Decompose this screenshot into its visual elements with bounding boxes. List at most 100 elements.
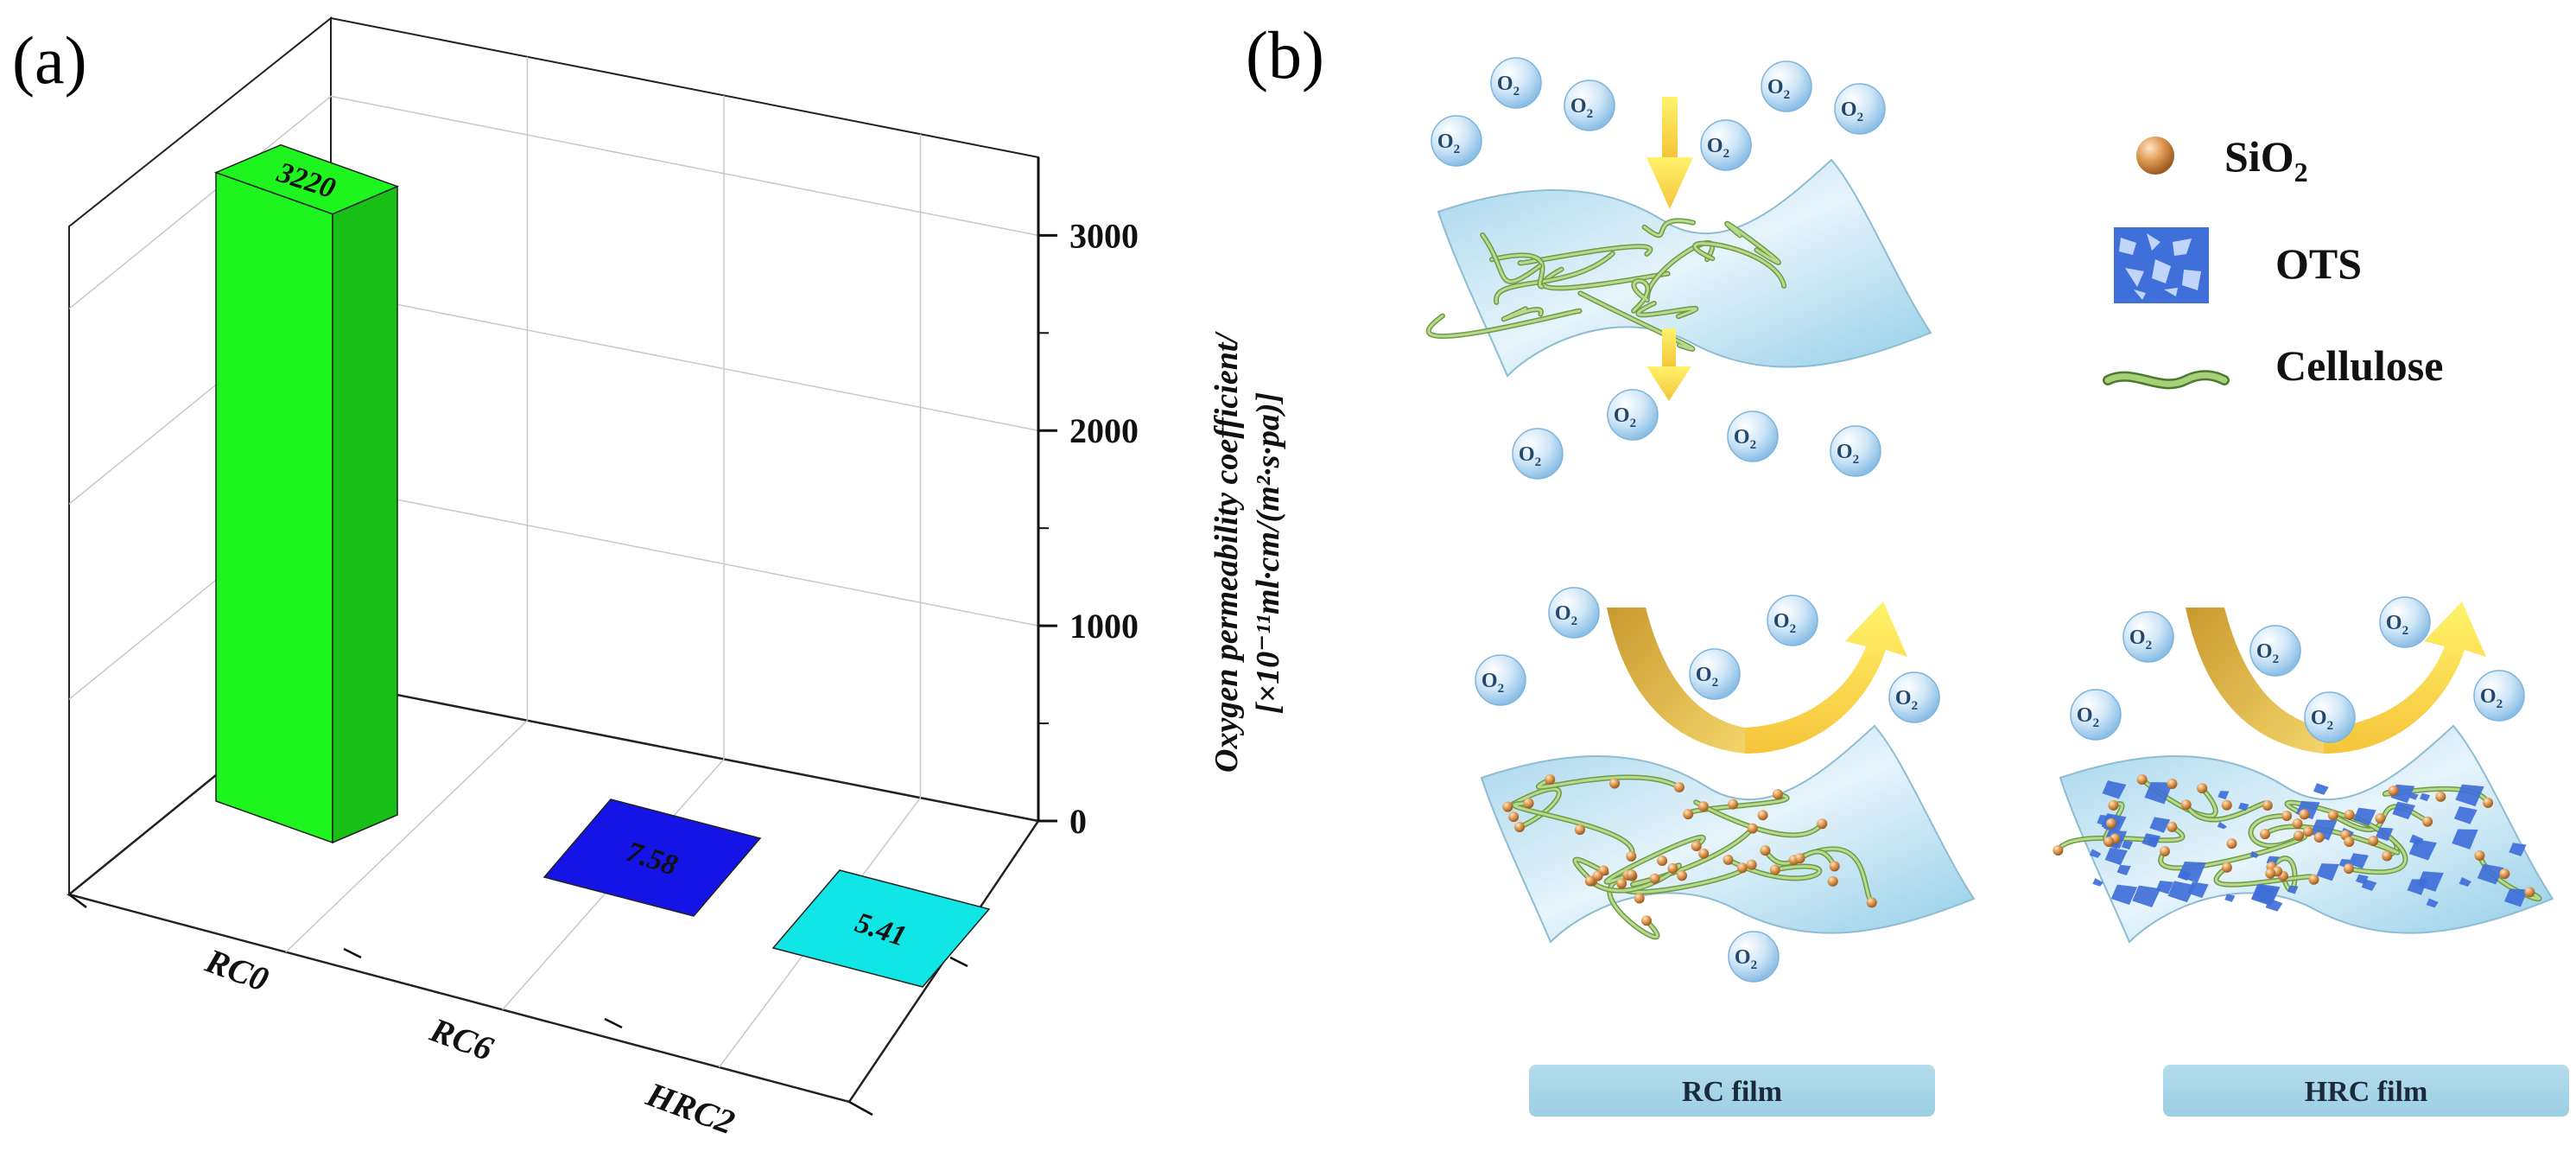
o2-label: O2 [2256, 640, 2279, 666]
cellulose-fiber-highlight [1427, 309, 1581, 338]
sio2-particle [1794, 853, 1805, 864]
o2-molecule: O2 [1431, 115, 1482, 167]
down-arrow-top [1646, 97, 1693, 209]
legend-item-cellulose: Cellulose [2103, 341, 2443, 390]
sio2-particle [1757, 810, 1768, 821]
o2-molecule: O2 [1888, 671, 1940, 723]
o2-bubble-icon [1761, 60, 1812, 112]
sio2-particle [1728, 799, 1739, 810]
ots-patch [2348, 853, 2369, 869]
bar-side-face [332, 185, 398, 844]
ots-patch [2102, 780, 2127, 799]
o2-bubble-icon [1834, 83, 1886, 135]
panel-a-label: (a) [12, 22, 87, 98]
film-sheet [1480, 724, 1976, 944]
legend: SiO2 OTS Cellulose [2103, 132, 2443, 390]
cellulose-fiber-highlight [1506, 787, 1561, 829]
sio2-particle [1698, 848, 1710, 859]
ots-patch [2420, 792, 2431, 802]
o2-molecule: O2 [2473, 670, 2525, 722]
ots-patch [2250, 884, 2279, 907]
cellulose-fiber-highlight [1513, 801, 1634, 858]
o2-label: O2 [2386, 612, 2408, 638]
o2-bubble-icon [1830, 425, 1881, 477]
film-sheet [1437, 158, 1932, 378]
sio2-particle [2483, 797, 2494, 808]
gridline-back [330, 95, 1039, 237]
sio2-particle [2343, 863, 2354, 875]
ots-patch [2477, 863, 2504, 885]
o2-label: O2 [2311, 707, 2333, 733]
rc-film-label: RC film [1682, 1076, 1782, 1108]
cellulose-fibers [1505, 774, 1875, 940]
cellulose-fiber-highlight [1686, 792, 1789, 816]
o2-molecule: O2 [1548, 587, 1600, 639]
o2-bubble-icon [1607, 389, 1659, 441]
ots-patch [2217, 821, 2227, 830]
cellulose-fiber-highlight [1637, 302, 1697, 318]
ots-patch [2353, 807, 2376, 826]
y-tick-label: 2000 [1069, 411, 1139, 450]
o2-label: O2 [1696, 664, 1718, 690]
o2-bubble-icon [1727, 410, 1779, 462]
cellulose-fiber-highlight [1537, 775, 1681, 789]
sio2-particle [2136, 774, 2148, 786]
sio2-particle [1746, 859, 1757, 870]
sio2-particle [1772, 789, 1783, 800]
sio2-particle [2103, 836, 2115, 847]
ots-patch [2249, 850, 2260, 858]
o2-label: O2 [1773, 610, 1796, 636]
o2-label: O2 [1519, 443, 1541, 469]
o2-label: O2 [1437, 130, 1460, 156]
o2-bubble-icon [1475, 654, 1526, 706]
cellulose-fiber-highlight [1693, 242, 1786, 288]
o2-molecule: O2 [1834, 83, 1886, 135]
sio2-particle [2308, 874, 2319, 885]
o2-label: O2 [1497, 73, 1520, 99]
o2-bubble-icon [1689, 648, 1741, 700]
ots-patch [2409, 834, 2424, 845]
ots-patch [2141, 833, 2161, 848]
ots-patch [2376, 827, 2394, 842]
gridline-back [330, 290, 1039, 431]
o2-label: O2 [1735, 946, 1757, 972]
ots-patch [2104, 847, 2128, 866]
cellulose-fiber-highlight [2263, 825, 2399, 855]
o2-bubble-icon [2249, 625, 2301, 677]
cellulose-fiber-highlight [1727, 858, 1821, 880]
o2-molecule: O2 [1830, 425, 1881, 477]
y-axis-title-line1: Oxygen permeability coefficient/ [1209, 331, 1245, 773]
cellulose-fiber-highlight [1519, 245, 1652, 264]
o2-molecule: O2 [1727, 410, 1779, 462]
hrc-film-label: HRC film [2305, 1076, 2428, 1108]
o2-label: O2 [1570, 95, 1593, 121]
o2-molecule: O2 [2070, 689, 2122, 741]
category-label-rc6: RC6 [425, 1009, 498, 1068]
y-tick-label: 0 [1069, 802, 1087, 841]
o2-molecule: O2 [1564, 80, 1615, 131]
o2-bubble-icon [2304, 691, 2356, 743]
ots-patch [2132, 885, 2161, 907]
ots-patch [2218, 791, 2230, 800]
sio2-particle [2281, 811, 2293, 822]
o2-molecule: O2 [2304, 691, 2356, 743]
o2-bubble-icon [2473, 670, 2525, 722]
sio2-particle [2226, 838, 2237, 849]
sio2-particle [2053, 844, 2064, 856]
cellulose-fiber-highlight [1608, 875, 1659, 938]
sio2-particle [1691, 841, 1702, 852]
cellulose-fiber-highlight [1494, 252, 1615, 304]
y-tick-label: 1000 [1069, 607, 1139, 646]
o2-label: O2 [1555, 602, 1577, 628]
bar-top-face [213, 143, 400, 215]
sio2-particle [2265, 868, 2276, 879]
sio2-particle [2368, 836, 2379, 847]
o2-label: O2 [2480, 685, 2503, 711]
ots-patch [2459, 876, 2471, 887]
o2-molecule: O2 [2122, 611, 2174, 663]
chart-back-wall [330, 16, 1039, 823]
sio2-particle [2292, 818, 2303, 830]
ots-patch [2121, 840, 2134, 850]
gridline-back [330, 486, 1039, 627]
